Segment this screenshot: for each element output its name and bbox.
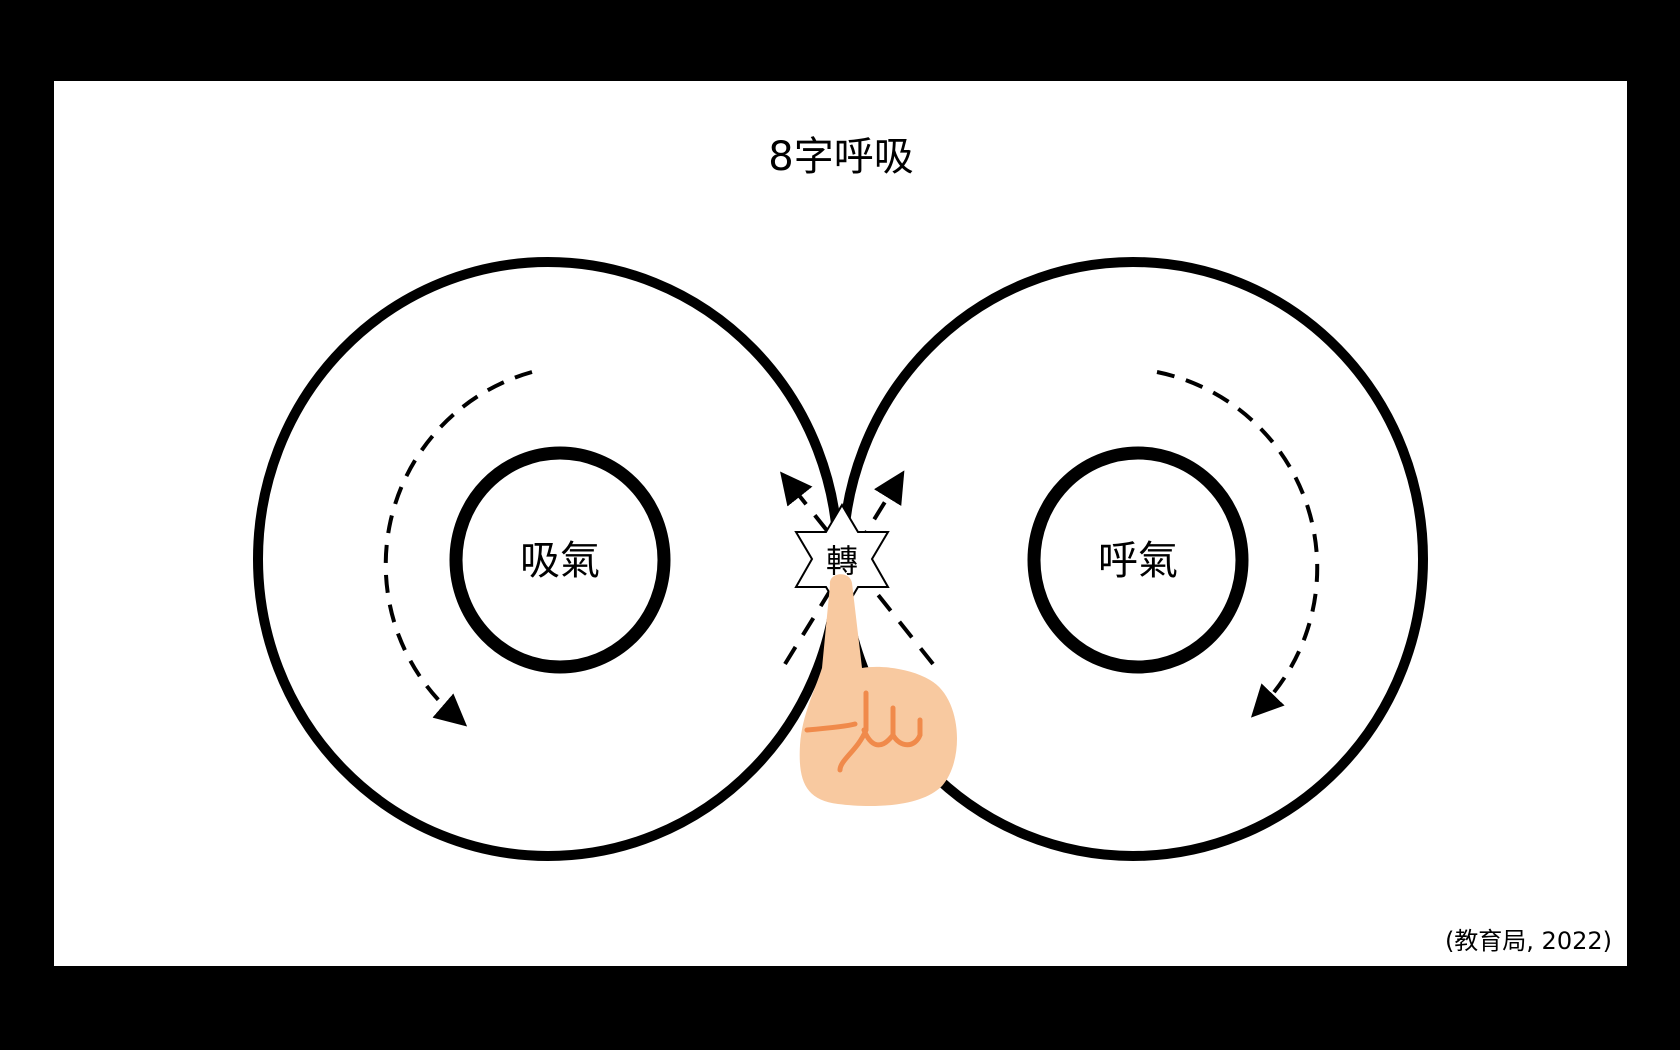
slide-title: 8字呼吸 [768, 134, 913, 180]
citation: (教育局, 2022) [1445, 927, 1612, 955]
turn-label: 轉 [826, 542, 858, 580]
inhale-label: 吸氣 [520, 538, 600, 584]
exhale-label: 呼氣 [1098, 538, 1178, 584]
right-dashed-arrow [1156, 370, 1320, 718]
left-inner-circle [449, 446, 671, 674]
pointing-hand-icon [799, 574, 958, 807]
right-inner-circle [1027, 446, 1249, 674]
left-dashed-arrow [383, 370, 533, 727]
